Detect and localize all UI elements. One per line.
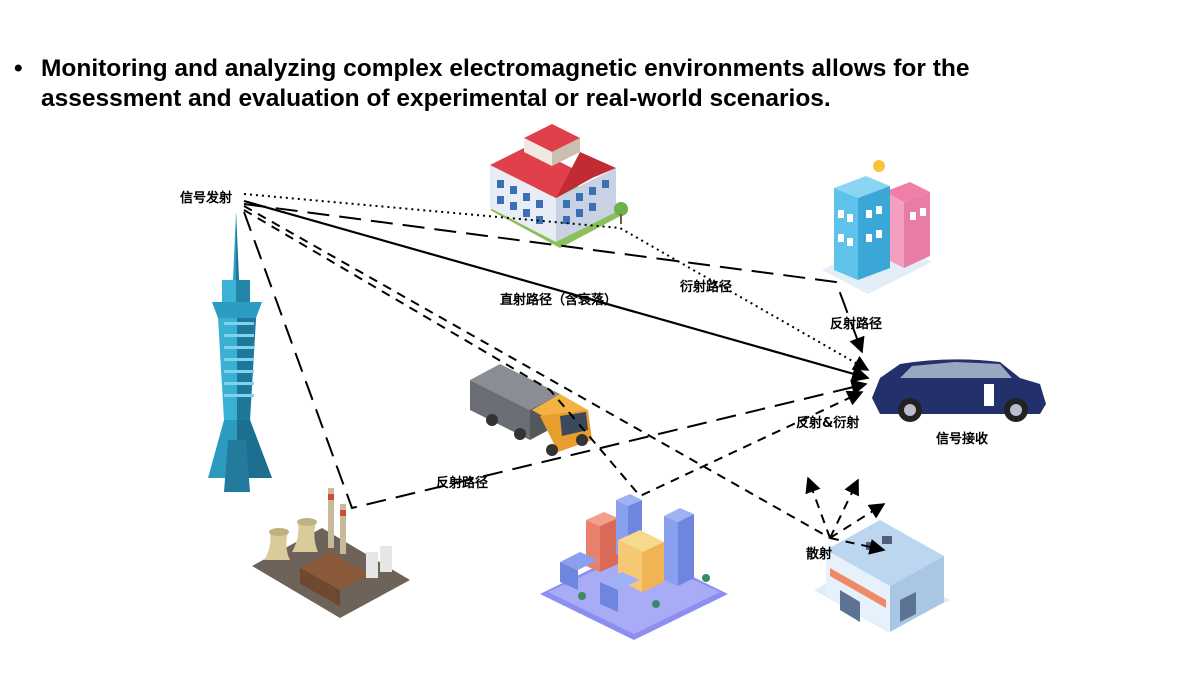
reflection-path-bottom-line	[244, 212, 866, 508]
label-direct-path: 直射路径（含衰落）	[500, 292, 617, 308]
label-reflection-path-right: 反射路径	[830, 316, 882, 332]
office-building-icon	[490, 124, 628, 248]
label-scattering: 散射	[806, 546, 832, 562]
truck-icon	[470, 364, 592, 456]
scatter-arrow-1	[808, 478, 830, 538]
label-transmitter: 信号发射	[180, 190, 232, 206]
car-icon	[872, 359, 1046, 422]
city-block-icon	[540, 494, 728, 640]
label-diffraction-path: 衍射路径	[679, 279, 732, 295]
tv-tower-icon	[208, 212, 272, 492]
label-reflection-path-bottom: 反射路径	[436, 475, 488, 491]
label-reflection-diffraction: 反射&衍射	[796, 415, 859, 431]
label-receiver: 信号接收	[936, 431, 989, 447]
factory-icon	[252, 488, 410, 618]
shop-icon	[814, 520, 950, 632]
propagation-paths	[244, 194, 884, 550]
apartment-buildings-icon	[822, 160, 932, 294]
